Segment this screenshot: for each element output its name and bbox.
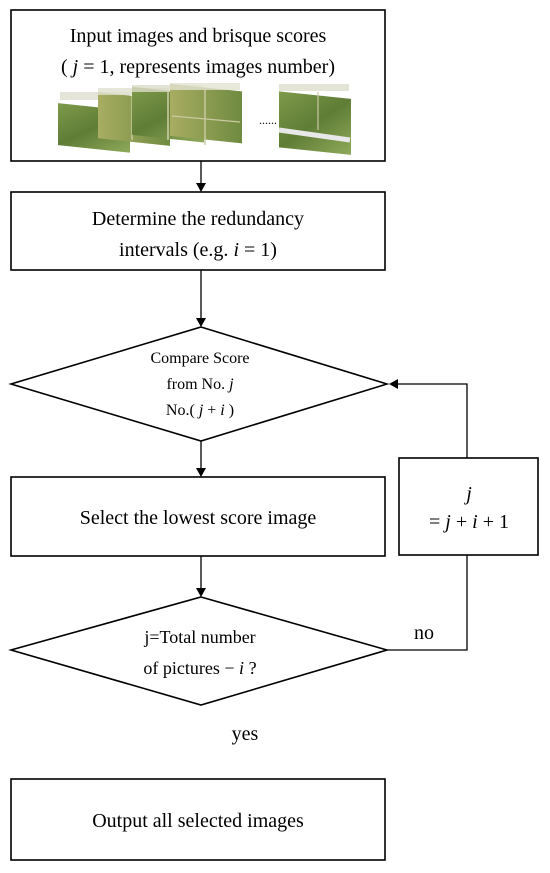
input-line2: ( j = 1, represents images number): [61, 56, 335, 78]
determine-line1: Determine the redundancy: [92, 208, 304, 230]
select-node: Select the lowest score image: [10, 476, 386, 557]
input-line1: Input images and brisque scores: [70, 25, 327, 47]
yes-label: yes: [232, 723, 259, 745]
determine-node: Determine the redundancy intervals (e.g.…: [10, 191, 386, 271]
output-node: Output all selected images: [10, 778, 386, 861]
no-label: no: [414, 622, 434, 644]
field-image-4: [170, 83, 242, 145]
total-check-decision-node: j=Total number of pictures − i ?: [8, 596, 390, 706]
compare-line3: No.( j + i ): [166, 402, 234, 419]
arrow-input-to-determine: [196, 161, 206, 192]
select-label: Select the lowest score image: [80, 507, 317, 529]
decision-line1: j=Total number: [143, 627, 255, 647]
thumbnail-ellipsis: ......: [259, 113, 277, 127]
arrow-no-loop: [387, 379, 468, 651]
increment-line2: = j + i + 1: [429, 511, 509, 533]
arrow-select-to-decision: [196, 556, 206, 597]
arrow-determine-to-compare: [196, 270, 206, 327]
arrow-compare-to-select: [196, 441, 206, 477]
increment-line1: j: [463, 483, 472, 505]
compare-line2: from No. j: [166, 376, 234, 393]
decision-line2: of pictures − i ?: [143, 658, 256, 678]
output-label: Output all selected images: [92, 810, 304, 832]
determine-line2: intervals (e.g. i = 1): [119, 239, 277, 261]
compare-decision-node: Compare Score from No. j No.( j + i ): [8, 326, 390, 442]
field-image-last: [278, 84, 351, 155]
image-thumbnails: ......: [58, 83, 351, 155]
input-node: Input images and brisque scores ( j = 1,…: [10, 9, 386, 162]
increment-node: j = j + i + 1: [398, 457, 539, 556]
compare-line1: Compare Score: [150, 350, 249, 367]
